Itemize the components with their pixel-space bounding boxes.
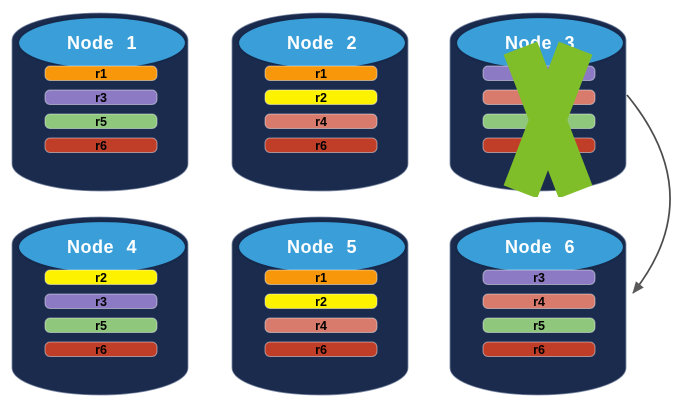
node-title: Node 5	[287, 237, 357, 257]
replica-label: r5	[533, 319, 545, 333]
node-title: Node 4	[67, 237, 137, 257]
rebalance-arrow	[626, 94, 671, 294]
replica-label: r6	[315, 343, 327, 357]
replica-bar: r6	[44, 137, 158, 153]
node-title: Node 1	[67, 33, 137, 53]
node-4: Node 4 r2 r3 r5 r6	[10, 211, 190, 401]
replica-bar: r6	[482, 341, 596, 357]
replica-label: r5	[95, 319, 107, 333]
replica-bar: r5	[482, 317, 596, 333]
replica-label: r6	[533, 343, 545, 357]
replica-label: r6	[95, 343, 107, 357]
replica-bar: r1	[264, 269, 378, 285]
replica-bar: r4	[264, 317, 378, 333]
replica-bar: r6	[264, 137, 378, 153]
replica-bar: r3	[44, 89, 158, 105]
replica-bar: r3	[482, 269, 596, 285]
node-2: Node 2 r1 r2 r4 r6	[230, 7, 410, 197]
replica-label: r4	[315, 319, 327, 333]
replica-label: r6	[95, 139, 107, 153]
node-6: Node 6 r3 r4 r5 r6	[448, 211, 628, 401]
replica-bar: r4	[264, 113, 378, 129]
replica-label: r1	[95, 67, 107, 81]
replica-bar: r2	[264, 293, 378, 309]
replica-bar: r2	[264, 89, 378, 105]
replica-label: r3	[95, 91, 107, 105]
node-title: Node 2	[287, 33, 357, 53]
failure-cross-icon	[503, 41, 593, 199]
replica-bar: r5	[44, 113, 158, 129]
node-5: Node 5 r1 r2 r4 r6	[230, 211, 410, 401]
replica-bar: r5	[44, 317, 158, 333]
replica-bar: r1	[44, 65, 158, 81]
replica-label: r1	[315, 271, 327, 285]
replica-label: r2	[315, 91, 327, 105]
replica-bar: r3	[44, 293, 158, 309]
replica-label: r3	[95, 295, 107, 309]
replica-bar: r1	[264, 65, 378, 81]
replica-label: r4	[315, 115, 327, 129]
replica-label: r3	[533, 271, 545, 285]
replica-label: r5	[95, 115, 107, 129]
replica-bar: r6	[44, 341, 158, 357]
replica-label: r2	[95, 271, 107, 285]
replica-label: r6	[315, 139, 327, 153]
node-title: Node 6	[505, 237, 575, 257]
node-1: Node 1 r1 r3 r5 r6	[10, 7, 190, 197]
replica-label: r2	[315, 295, 327, 309]
replica-label: r4	[533, 295, 545, 309]
replica-label: r1	[315, 67, 327, 81]
replica-bar: r2	[44, 269, 158, 285]
replica-bar: r6	[264, 341, 378, 357]
node-3: Node 3 r3	[448, 7, 628, 199]
replica-bar: r4	[482, 293, 596, 309]
